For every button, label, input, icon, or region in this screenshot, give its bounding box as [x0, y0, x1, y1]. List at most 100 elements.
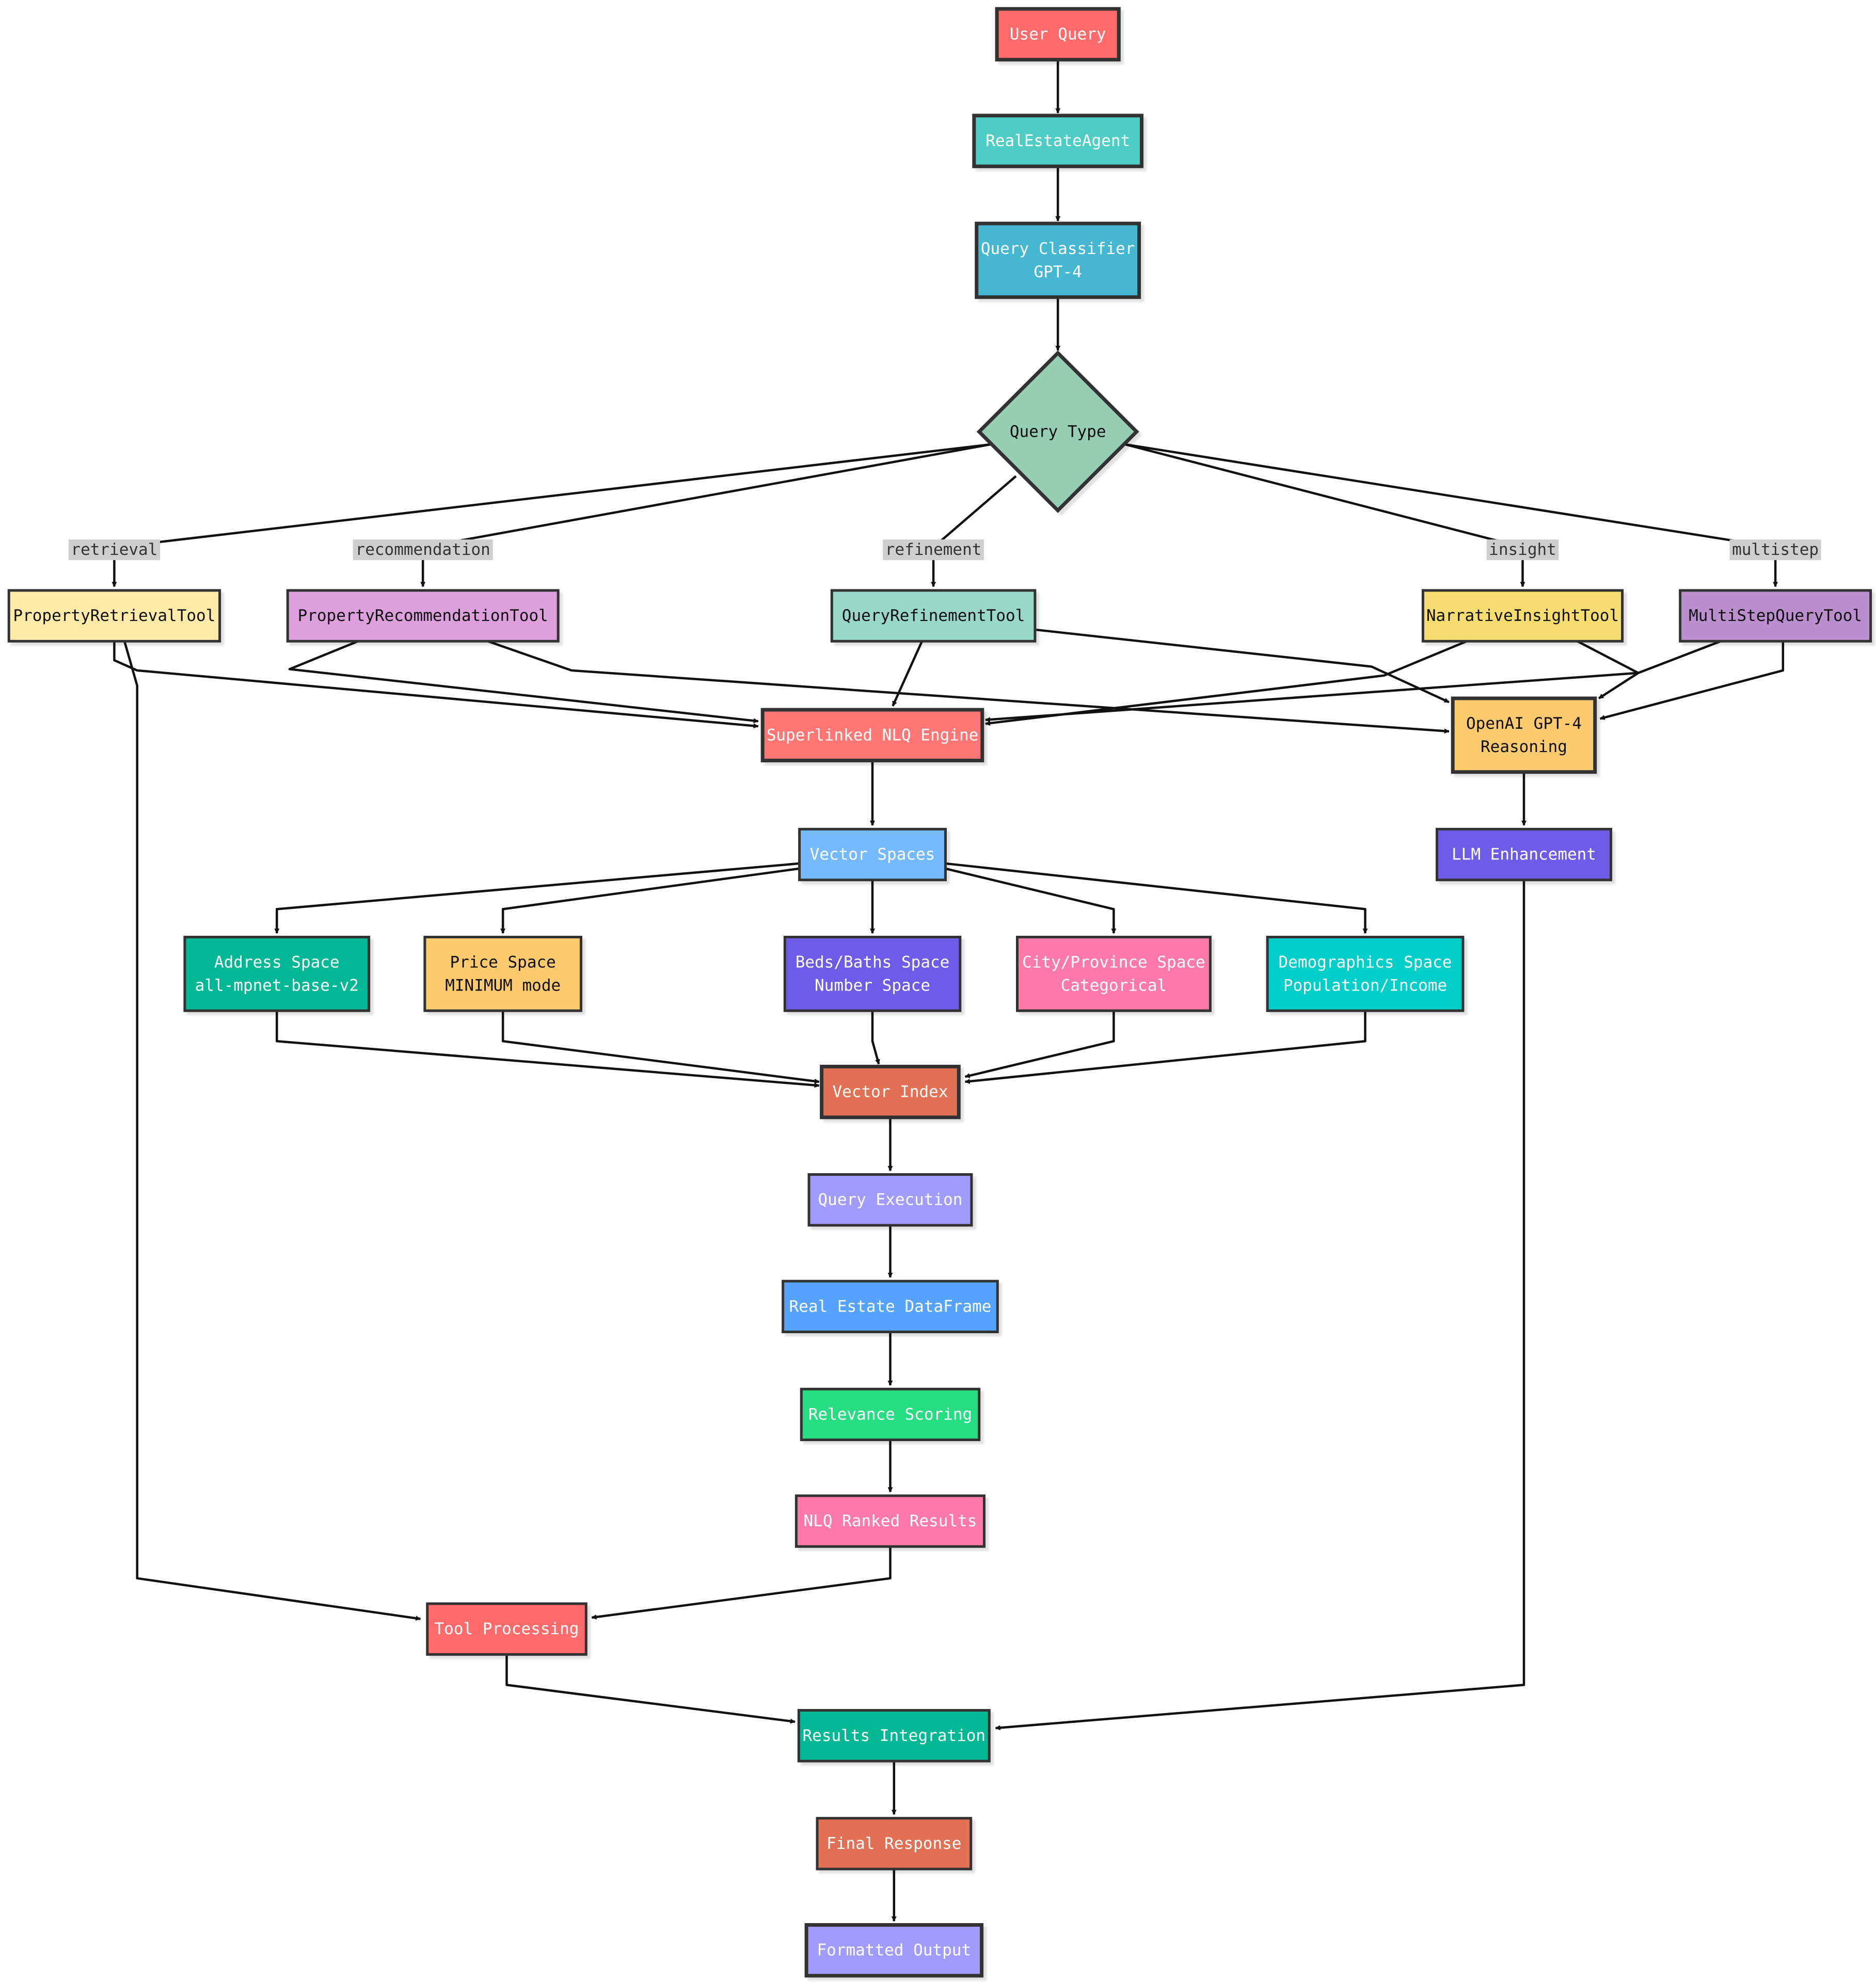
edge-label-background [1486, 539, 1559, 561]
node-label: Beds/Baths Space [796, 953, 950, 971]
node-formatted-output: Formatted Output [804, 1923, 984, 1978]
edge-nlq-tp [591, 1546, 892, 1620]
node-box [797, 1709, 991, 1763]
edge-tp-ri [505, 1654, 796, 1724]
edge-mst-gpt [1599, 641, 1785, 720]
edge-prec-gpt [487, 640, 1450, 734]
node-label: Categorical [1061, 976, 1167, 995]
node-box [1016, 936, 1212, 1012]
node-label: Vector Spaces [810, 845, 935, 864]
node-label: Population/Income [1283, 976, 1447, 995]
edge-qt-refinement [931, 475, 1017, 587]
node-label: Query Execution [818, 1191, 963, 1209]
node-label: PropertyRecommendationTool [298, 606, 548, 625]
node-real-estate-dataframe: Real Estate DataFrame [782, 1280, 999, 1334]
node-label: Query Classifier [981, 239, 1135, 258]
node-label: Address Space [214, 953, 340, 971]
node-box [975, 221, 1141, 299]
edge-prec-nlq [288, 640, 759, 724]
node-label: Formatted Output [817, 1941, 971, 1960]
node-vector-index: Vector Index [820, 1064, 961, 1120]
edge-vs-city [944, 867, 1117, 934]
node-label: Number Space [815, 976, 930, 995]
node-label: Superlinked NLQ Engine [767, 726, 979, 744]
edge-label-retrieval: retrieval [68, 539, 160, 561]
decision-diamond [976, 350, 1139, 513]
node-label: LLM Enhancement [1452, 845, 1596, 864]
node-label: RealEstateAgent [985, 132, 1130, 150]
node-box [426, 1602, 587, 1656]
node-label: Reasoning [1481, 738, 1567, 756]
edge-qrt-nlq [892, 641, 924, 707]
edge-label-background [1729, 539, 1821, 561]
edge-label-recommendation: recommendation [353, 539, 493, 561]
node-box [800, 1387, 981, 1442]
node-label: Real Estate DataFrame [789, 1297, 992, 1316]
node-box [286, 589, 560, 643]
node-label: all-mpnet-base-v2 [195, 976, 359, 995]
edge-qrt-gpt [1036, 628, 1450, 704]
node-box [1451, 696, 1597, 774]
edge-label-text: recommendation [356, 540, 490, 559]
node-label: Vector Index [833, 1083, 948, 1101]
edge-qt-recommendation [420, 443, 991, 587]
node-relevance-scoring: Relevance Scoring [800, 1387, 981, 1442]
node-box [798, 827, 947, 882]
node-box [783, 936, 962, 1012]
node-box [183, 936, 371, 1012]
node-label: NarrativeInsightTool [1426, 606, 1619, 625]
node-label: MultiStepQueryTool [1689, 606, 1862, 625]
node-real-estate-agent: RealEstateAgent [972, 114, 1144, 168]
node-label: Results Integration [802, 1727, 985, 1745]
node-box [794, 1494, 986, 1548]
node-property-retrieval-tool: PropertyRetrievalTool [7, 589, 221, 643]
node-final-response: Final Response [816, 1817, 973, 1871]
node-vector-spaces: Vector Spaces [798, 827, 947, 882]
edge-city-vi [964, 1011, 1115, 1078]
node-box [972, 114, 1144, 168]
node-label: PropertyRetrievalTool [13, 606, 215, 625]
node-label: Price Space [450, 953, 556, 971]
node-box [760, 708, 984, 762]
node-label: MINIMUM mode [445, 976, 561, 995]
edge-qt-insight [1125, 443, 1525, 587]
node-label: Demographics Space [1279, 953, 1452, 971]
node-user-query: User Query [995, 7, 1121, 62]
node-query-type: Query Type [976, 350, 1139, 513]
node-box [423, 936, 583, 1012]
node-label: NLQ Ranked Results [804, 1512, 977, 1530]
node-address-space: Address Space all-mpnet-base-v2 [183, 936, 371, 1012]
node-box [830, 589, 1037, 643]
edge-vs-addr [274, 862, 800, 934]
node-label: Tool Processing [435, 1620, 579, 1638]
node-label: QueryRefinementTool [842, 606, 1025, 625]
node-box [807, 1173, 973, 1227]
node-box [1421, 589, 1624, 643]
edge-label-text: retrieval [71, 540, 157, 559]
edge-label-multistep: multistep [1729, 539, 1821, 561]
node-box [804, 1923, 984, 1978]
edge-prt-nlq [113, 641, 759, 729]
node-query-refinement-tool: QueryRefinementTool [830, 589, 1037, 643]
node-box [782, 1280, 999, 1334]
edge-label-insight: insight [1486, 539, 1559, 561]
edge-mst-nlq [985, 640, 1722, 723]
node-box [7, 589, 221, 643]
edge-beds-vi [871, 1011, 880, 1065]
edges [112, 59, 1785, 1922]
node-query-execution: Query Execution [807, 1173, 973, 1227]
edge-label-refinement: refinement [883, 539, 984, 561]
node-box [820, 1064, 961, 1120]
edge-price-vi [501, 1011, 820, 1084]
edge-qt-multistep [1125, 443, 1778, 587]
edge-nit-nlq [985, 640, 1468, 726]
node-multistep-query-tool: MultiStepQueryTool [1679, 589, 1872, 643]
